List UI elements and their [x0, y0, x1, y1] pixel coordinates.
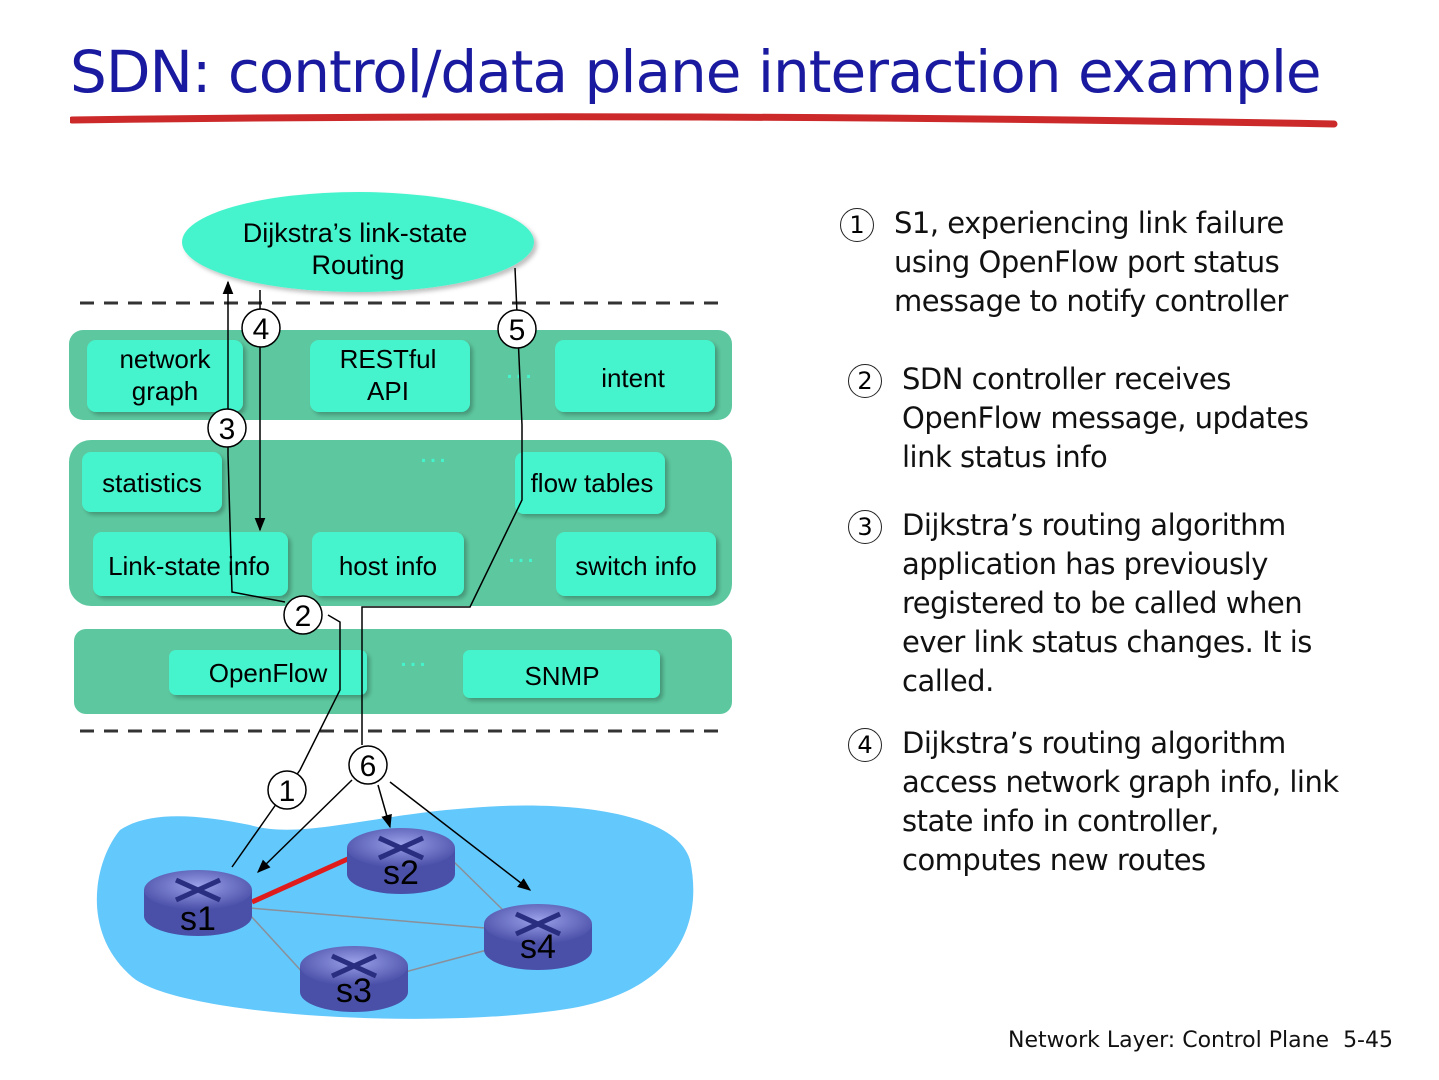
restful-api-box: RESTful API	[310, 340, 470, 412]
link-s1-s4	[249, 907, 486, 929]
link-state-info-label: Link-state info	[108, 551, 270, 581]
step-4-text: Dijkstra’s routing algorithm access netw…	[902, 726, 1339, 877]
routing-app-label-line1: Dijkstra’s link-state	[243, 218, 468, 248]
southbound-ellipsis: …	[398, 640, 428, 673]
routing-app-label-line2: Routing	[311, 250, 404, 280]
step-2-text: SDN controller receives OpenFlow message…	[902, 362, 1309, 474]
network-graph-box: network graph	[87, 340, 243, 412]
intent-box: intent	[555, 340, 715, 412]
snmp-label: SNMP	[524, 661, 599, 691]
switch-s1: s1	[144, 870, 252, 938]
page-title: SDN: control/data plane interaction exam…	[70, 38, 1322, 106]
path-6-to-s2	[377, 784, 392, 829]
marker-2: 2	[283, 595, 323, 635]
step-3-number: 3	[848, 510, 882, 544]
step-4-number: 4	[848, 728, 882, 762]
switch-s4-label: s4	[520, 928, 556, 966]
step-1: 1 S1, experiencing link failure using Op…	[840, 204, 1288, 321]
svg-text:6: 6	[360, 750, 377, 783]
flow-tables-label: flow tables	[531, 468, 654, 498]
svg-text:5: 5	[509, 314, 526, 347]
switch-s3: s3	[300, 946, 408, 1012]
core-ellipsis-top: …	[418, 436, 448, 469]
step-1-number: 1	[840, 208, 874, 242]
intent-label: intent	[601, 363, 665, 393]
step-2: 2 SDN controller receives OpenFlow messa…	[840, 360, 1309, 477]
switch-s1-label: s1	[180, 900, 216, 938]
snmp-box: SNMP	[463, 650, 660, 698]
marker-3: 3	[207, 408, 247, 448]
svg-text:4: 4	[253, 313, 270, 346]
svg-text:1: 1	[279, 775, 296, 808]
restful-api-label-line1: RESTful	[340, 344, 437, 374]
statistics-label: statistics	[102, 468, 202, 498]
link-s2-s4	[451, 859, 506, 913]
openflow-label: OpenFlow	[209, 658, 328, 688]
step-2-number: 2	[848, 364, 882, 398]
openflow-box: OpenFlow	[169, 650, 367, 695]
slide-footer: Network Layer: Control Plane 5-45	[1008, 1028, 1393, 1053]
marker-1: 1	[267, 770, 307, 810]
path-2-to-link-state	[227, 454, 286, 603]
sdn-diagram: Dijkstra’s link-state Routing network gr…	[69, 192, 732, 1019]
step-3-text: Dijkstra’s routing algorithm application…	[902, 508, 1312, 698]
path-5-to-flow-tables	[361, 267, 523, 745]
path-6-to-s4	[389, 781, 532, 891]
path-1-s1-to-openflow	[231, 614, 341, 868]
footer-chapter: Network Layer: Control Plane	[1008, 1028, 1330, 1053]
failed-link-s1-s2	[250, 855, 352, 905]
footer-page-number: 5-45	[1343, 1028, 1393, 1053]
step-4: 4 Dijkstra’s routing algorithm access ne…	[840, 724, 1339, 880]
marker-6: 6	[348, 745, 388, 785]
marker-4: 4	[241, 308, 281, 348]
switch-s4: s4	[484, 904, 592, 970]
link-state-info-box: Link-state info	[93, 532, 288, 596]
switch-s2-label: s2	[383, 854, 419, 892]
statistics-box: statistics	[82, 452, 222, 512]
flow-tables-box: flow tables	[515, 452, 665, 514]
step-3: 3 Dijkstra’s routing algorithm applicati…	[840, 506, 1312, 701]
title-underline	[70, 113, 1338, 128]
core-ellipsis-bottom: …	[506, 536, 536, 569]
path-6-to-s1	[257, 779, 353, 873]
host-info-box: host info	[312, 532, 464, 596]
link-s3-s4	[404, 949, 488, 973]
network-graph-label-line2: graph	[132, 376, 199, 406]
step-1-text: S1, experiencing link failure using Open…	[894, 206, 1288, 318]
marker-5: 5	[497, 309, 537, 349]
switch-s2: s2	[347, 828, 455, 894]
switch-info-box: switch info	[556, 532, 716, 596]
switch-s3-label: s3	[336, 972, 372, 1010]
host-info-label: host info	[339, 551, 437, 581]
link-s1-s3	[249, 914, 306, 976]
svg-text:3: 3	[219, 413, 236, 446]
routing-app-ellipse: Dijkstra’s link-state Routing	[182, 192, 534, 292]
network-graph-label-line1: network	[119, 344, 211, 374]
restful-api-label-line2: API	[367, 376, 409, 406]
switch-info-label: switch info	[575, 551, 696, 581]
svg-text:2: 2	[295, 600, 312, 633]
